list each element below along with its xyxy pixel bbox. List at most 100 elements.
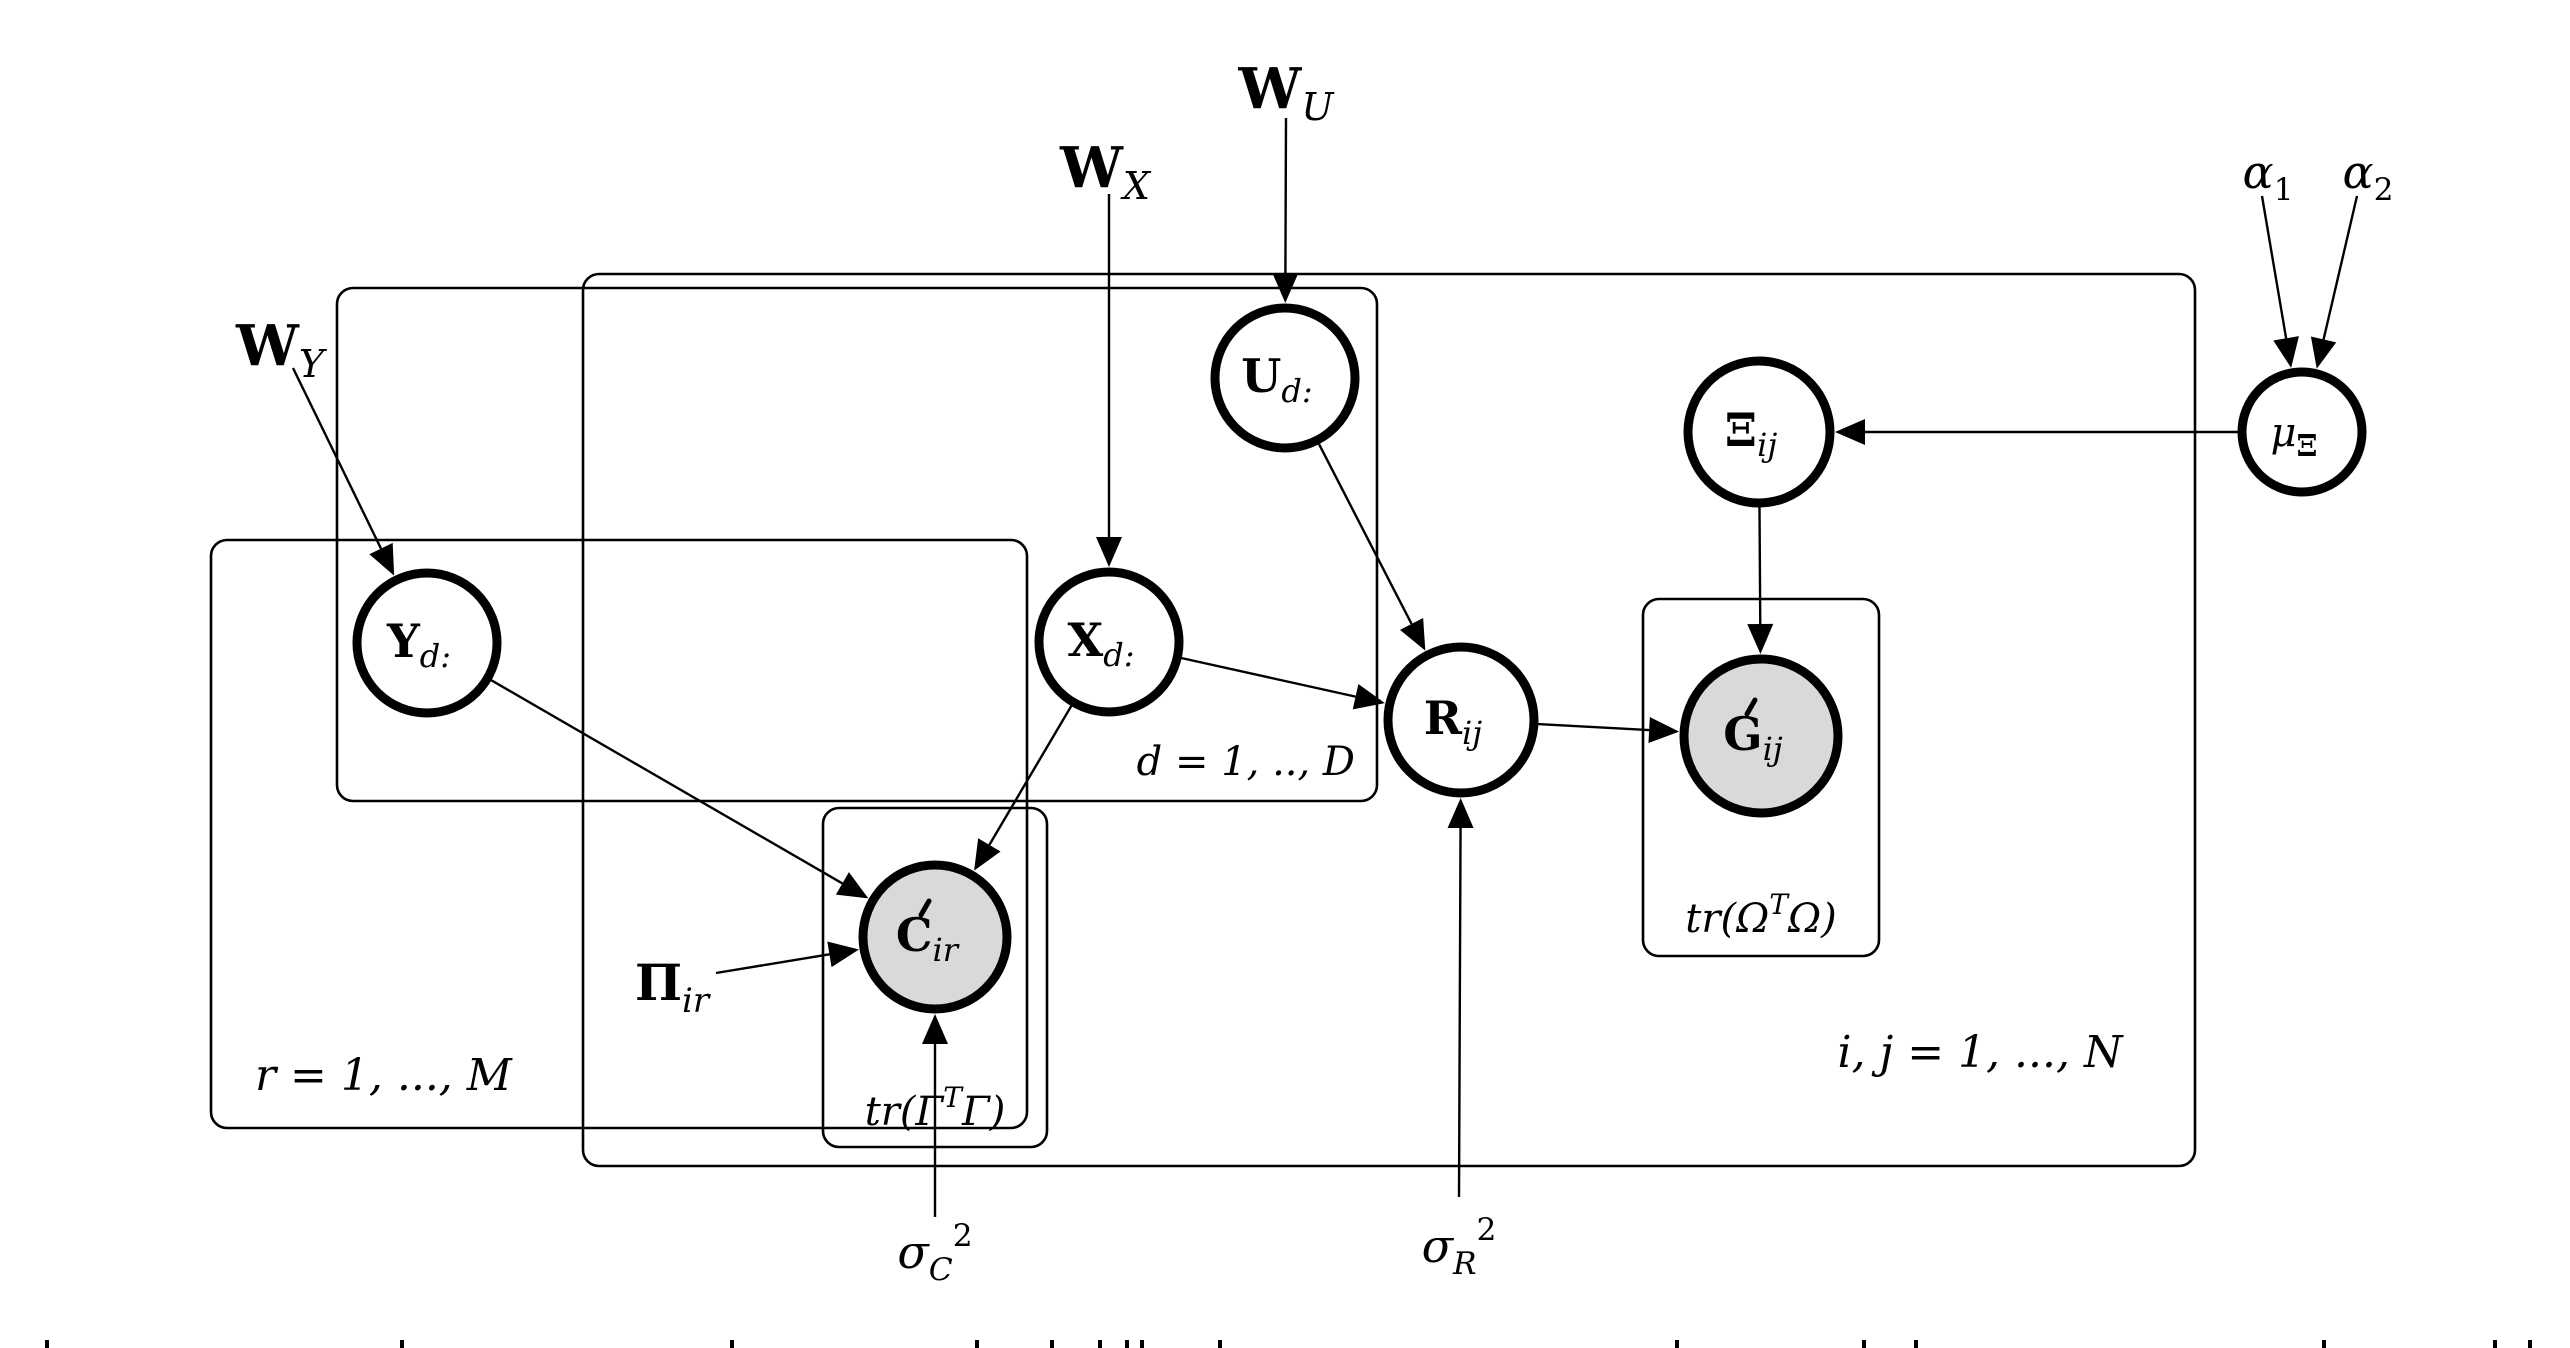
edge-X-to-C — [974, 705, 1073, 871]
edge-Pi-to-C — [715, 941, 860, 975]
node-C-label: Cir — [896, 908, 960, 969]
arrowhead-icon — [2310, 336, 2337, 369]
latent-node-circle — [352, 568, 502, 718]
plate-gamma-label: tr(ΓTΓ) — [865, 1081, 1006, 1135]
plates-layer: i, j = 1, ..., N d = 1, .., D r = 1, ..., … — [209, 272, 2197, 1168]
node-U-label: Ud: — [1241, 349, 1312, 410]
caption-glyph-fragment — [1675, 1340, 1679, 1348]
param-sR: σR2 — [1422, 1212, 1497, 1282]
cut-off-caption — [45, 1340, 2532, 1348]
node-Xi: Ξij — [1683, 356, 1835, 508]
edge-WU-to-U — [1272, 117, 1299, 304]
caption-glyph-fragment — [1914, 1340, 1918, 1348]
plate-ij-border — [581, 272, 2197, 1168]
param-a2-label: α2 — [2343, 145, 2394, 208]
edge-line — [1758, 506, 1762, 625]
param-WX-label: WX — [1059, 135, 1152, 208]
edge-mu-to-Xi — [1835, 419, 2238, 445]
node-Y: Yd: — [352, 568, 502, 718]
caption-glyph-fragment — [1050, 1340, 1054, 1348]
edge-a2-to-mu — [2310, 195, 2359, 369]
edge-Y-to-C — [490, 679, 869, 899]
caption-glyph-fragment — [1125, 1340, 1129, 1348]
observed-node-circle — [1679, 654, 1843, 818]
plate-r-border — [209, 538, 1029, 1130]
param-a2: α2 — [2343, 145, 2394, 208]
acute-accent-icon — [1744, 697, 1758, 717]
node-Y-label: Yd: — [386, 614, 451, 675]
plate-omega-label: tr(ΩTΩ) — [1685, 888, 1836, 942]
edge-U-to-R — [1317, 443, 1426, 651]
edge-line — [715, 953, 830, 975]
edge-line — [291, 367, 383, 550]
plate-omega: tr(ΩTΩ) — [1641, 597, 1881, 958]
param-Pi-label: Πir — [635, 953, 711, 1021]
caption-glyph-fragment — [45, 1340, 49, 1348]
latent-node-circle — [1034, 567, 1184, 717]
arrowhead-icon — [1272, 272, 1299, 304]
arrowhead-icon — [974, 838, 1001, 871]
caption-glyph-fragment — [1098, 1340, 1102, 1348]
acute-accent-icon — [918, 898, 932, 918]
plate-ij: i, j = 1, ..., N — [581, 272, 2197, 1168]
param-WU-label: WU — [1238, 56, 1336, 129]
edge-sC-to-C — [922, 1014, 948, 1217]
plate-r: r = 1, ..., M — [209, 538, 1029, 1130]
arrowhead-icon — [1447, 797, 1474, 829]
edge-a1-to-mu — [2260, 195, 2299, 368]
plate-r-label: r = 1, ..., M — [255, 1050, 513, 1101]
node-mu: μΞ — [2237, 367, 2367, 497]
arrowhead-icon — [2273, 336, 2299, 368]
arrowhead-icon — [1096, 537, 1122, 567]
arrowhead-icon — [835, 872, 869, 899]
edge-line — [1317, 443, 1413, 625]
node-C: Cir — [858, 860, 1012, 1014]
edge-line — [1180, 656, 1356, 698]
edge-line — [490, 679, 843, 885]
param-WY: WY — [235, 313, 328, 386]
node-G: Gij — [1679, 654, 1843, 818]
node-R: Rij — [1383, 642, 1539, 798]
node-mu-label: μΞ — [2270, 410, 2317, 464]
node-X-label: Xd: — [1068, 613, 1135, 674]
arrowhead-icon — [1400, 618, 1426, 651]
plate-ij-label: i, j = 1, ..., N — [1838, 1027, 2124, 1078]
param-WX: WX — [1059, 135, 1152, 208]
caption-glyph-fragment — [1218, 1340, 1222, 1348]
edge-WY-to-Y — [291, 367, 395, 576]
node-R-label: Rij — [1424, 691, 1482, 752]
latent-node-circle — [1210, 303, 1360, 453]
caption-glyph-fragment — [2322, 1340, 2326, 1348]
param-Pi: Πir — [635, 953, 711, 1021]
arrowhead-icon — [1352, 683, 1385, 710]
plate-d-border — [335, 286, 1379, 803]
edge-R-to-G — [1537, 717, 1680, 744]
arrowhead-icon — [922, 1014, 948, 1044]
param-WY-label: WY — [235, 313, 328, 386]
plate-d-label: d = 1, .., D — [1137, 739, 1355, 785]
edges-layer — [291, 117, 2359, 1217]
edge-line — [988, 705, 1073, 846]
caption-glyph-fragment — [1140, 1340, 1144, 1348]
edge-WX-to-X — [1096, 194, 1122, 567]
plate-d: d = 1, .., D — [335, 286, 1379, 803]
edge-X-to-R — [1180, 656, 1385, 710]
edge-line — [1284, 117, 1288, 274]
node-G-label: Gij — [1723, 707, 1783, 768]
edge-line — [2260, 195, 2288, 339]
edge-Xi-to-G — [1747, 506, 1774, 655]
arrowhead-icon — [1835, 419, 1865, 445]
param-sR-label: σR2 — [1422, 1212, 1497, 1282]
node-X: Xd: — [1034, 567, 1184, 717]
arrowhead-icon — [369, 542, 395, 576]
edge-line — [1537, 722, 1650, 732]
arrowhead-icon — [827, 941, 860, 968]
latent-node-circle — [1683, 356, 1835, 508]
latent-node-circle — [2237, 367, 2367, 497]
caption-glyph-fragment — [400, 1340, 404, 1348]
param-a1-label: α1 — [2243, 145, 2294, 208]
edge-sR-to-R — [1447, 797, 1474, 1198]
